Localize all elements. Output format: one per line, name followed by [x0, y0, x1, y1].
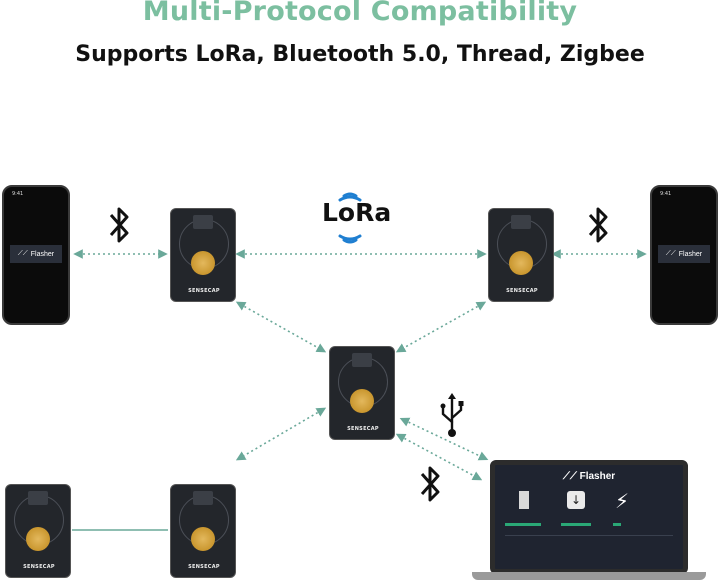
link-center-bottom	[235, 407, 327, 461]
laptop-flasher-title: ⟋⟋ Flasher	[562, 471, 616, 482]
laptop-app-label: Flasher	[579, 471, 616, 482]
link-left-center	[235, 301, 327, 353]
status-time: 9:41	[660, 191, 672, 197]
laptop-screen: ⟋⟋ Flasher ↓ ⚡	[490, 460, 688, 574]
bluetooth-icon	[109, 207, 129, 243]
title: Multi-Protocol Compatibility	[142, 0, 578, 27]
lightning-icon: ⚡	[615, 489, 630, 513]
flasher-label: Flasher	[30, 250, 55, 258]
device-brand: SENSECAP	[506, 288, 538, 294]
laptop-base	[472, 572, 706, 580]
status-time: 9:41	[12, 191, 24, 197]
bluetooth-icon	[588, 207, 608, 243]
device-tile-icon	[519, 491, 529, 509]
tracker-button	[191, 251, 215, 275]
flasher-logo-icon: ⟋⟋	[665, 250, 676, 257]
bluetooth-icon	[420, 466, 440, 502]
tracker-button	[191, 527, 215, 551]
flasher-app: ⟋⟋Flasher	[658, 245, 710, 263]
lora-label: LoRa	[322, 198, 392, 227]
flasher-app: ⟋⟋Flasher	[10, 245, 62, 263]
device-brand: SENSECAP	[347, 426, 379, 432]
device-brand: SENSECAP	[23, 564, 55, 570]
download-icon: ↓	[567, 491, 585, 509]
phone-left: 9:41 ⟋⟋Flasher	[2, 185, 70, 325]
lora-signal-icon	[338, 192, 362, 244]
step-bar	[561, 523, 591, 526]
device-brand: SENSECAP	[188, 288, 220, 294]
usb-icon	[440, 393, 464, 437]
tracker-device-center: SENSECAP	[329, 346, 395, 440]
tracker-device-bottom-left: SENSECAP	[5, 484, 71, 578]
subtitle: Supports LoRa, Bluetooth 5.0, Thread, Zi…	[75, 42, 645, 67]
tracker-device-top-left: SENSECAP	[170, 208, 236, 302]
link-right-center	[395, 301, 487, 353]
flasher-label: Flasher	[678, 250, 703, 258]
step-bar	[613, 523, 621, 526]
phone-right: 9:41 ⟋⟋Flasher	[650, 185, 718, 325]
device-brand: SENSECAP	[188, 564, 220, 570]
flasher-logo-icon: ⟋⟋	[17, 250, 28, 257]
tracker-device-top-right: SENSECAP	[488, 208, 554, 302]
tracker-button	[26, 527, 50, 551]
step-bar	[505, 523, 541, 526]
footer-divider	[505, 535, 673, 548]
tracker-device-bottom-middle: SENSECAP	[170, 484, 236, 578]
tracker-button	[350, 389, 374, 413]
tracker-button	[509, 251, 533, 275]
